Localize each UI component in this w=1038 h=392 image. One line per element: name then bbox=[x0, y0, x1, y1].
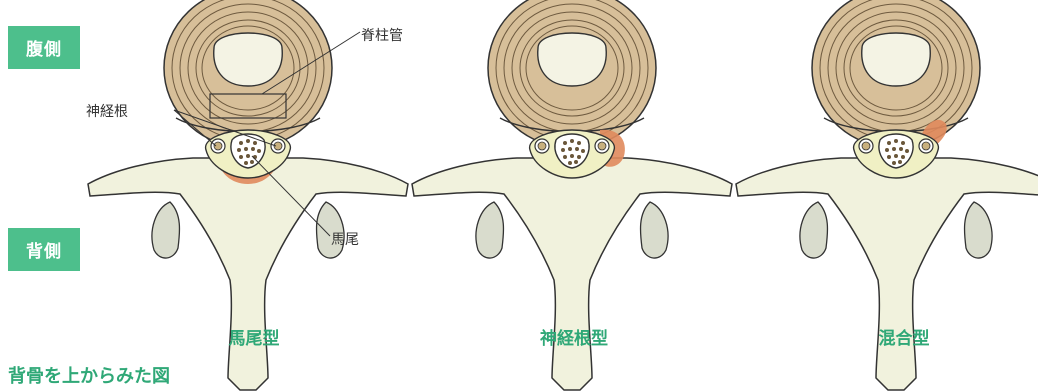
caption-mixed-type: 混合型 bbox=[804, 324, 1004, 349]
caption-nerve-root-type: 神経根型 bbox=[474, 324, 674, 349]
annotation-nerve-root: 神経根 bbox=[86, 101, 128, 121]
annotation-spinal-canal: 脊柱管 bbox=[361, 25, 403, 45]
figure-footer-title: 背骨を上からみた図 bbox=[8, 362, 170, 388]
caption-cauda-type: 馬尾型 bbox=[154, 324, 354, 349]
annotation-cauda-equina: 馬尾 bbox=[331, 229, 359, 249]
